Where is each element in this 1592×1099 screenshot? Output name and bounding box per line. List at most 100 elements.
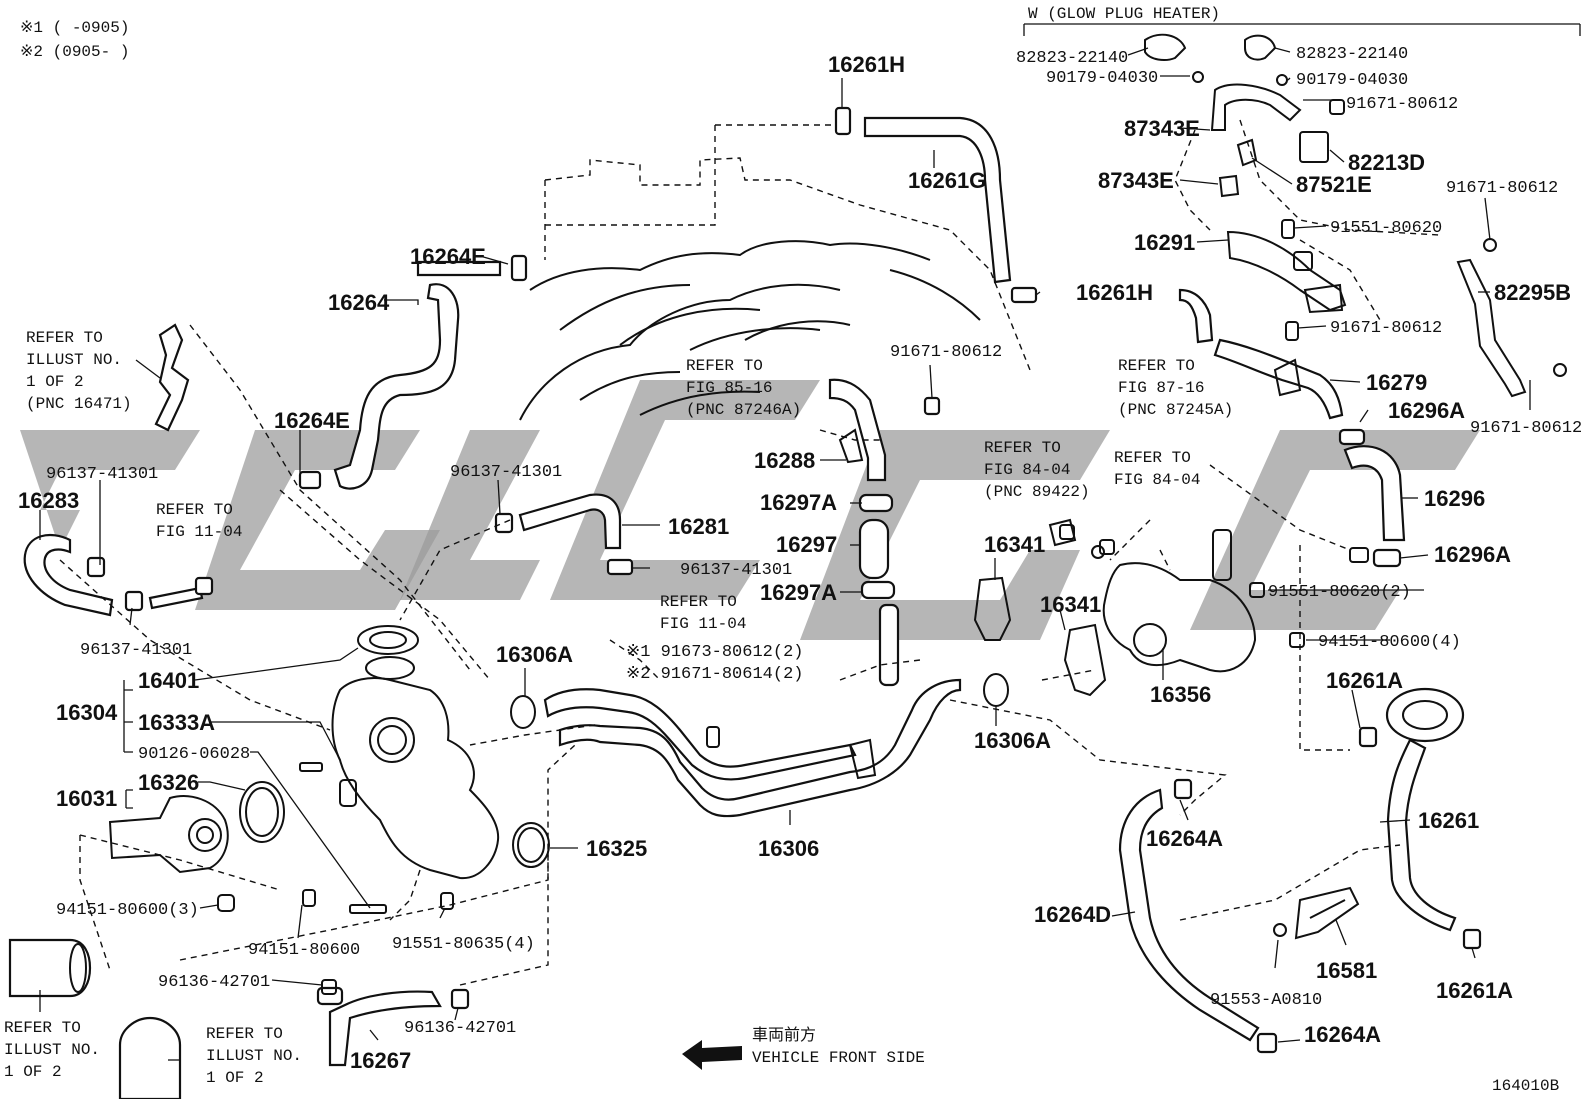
ref-illust-bottom-mid: REFER TO ILLUST NO. 1 OF 2 bbox=[206, 1025, 302, 1087]
label-16261A-b: 16261A bbox=[1436, 978, 1513, 1003]
ref-fig-11-a: REFER TO FIG 11-04 bbox=[156, 501, 242, 541]
bracket-16581 bbox=[1273, 886, 1360, 940]
glow-plug-header: W (GLOW PLUG HEATER) bbox=[1028, 5, 1220, 23]
dashed-leaders bbox=[59, 119, 1441, 986]
illustration-code: 164010B bbox=[1492, 1077, 1559, 1095]
label-16306A-b: 16306A bbox=[974, 728, 1051, 753]
label-91671-mid: 91671-80612 bbox=[890, 343, 1002, 362]
label-16306: 16306 bbox=[758, 836, 819, 861]
ref-line: REFER TO bbox=[156, 501, 233, 519]
label-16401: 16401 bbox=[138, 668, 199, 693]
label-16261A-a: 16261A bbox=[1326, 668, 1403, 693]
hose-left-16471 bbox=[154, 323, 190, 432]
label-16261G: 16261G bbox=[908, 168, 986, 193]
label-16279: 16279 bbox=[1366, 370, 1427, 395]
hose-16297 bbox=[858, 493, 896, 600]
ref-line: FIG 84-04 bbox=[1114, 471, 1200, 489]
label-16297A-a: 16297A bbox=[760, 490, 837, 515]
label-16333A: 16333A bbox=[138, 710, 215, 735]
label-16264A-a: 16264A bbox=[1146, 826, 1223, 851]
label-87343E-b: 87343E bbox=[1098, 168, 1174, 193]
hose-16264D bbox=[1118, 778, 1278, 1054]
label-16281: 16281 bbox=[668, 514, 729, 539]
label-96136-a: 96136-42701 bbox=[158, 973, 270, 992]
label-16283: 16283 bbox=[18, 488, 79, 513]
label-91671-80614: ※2 91671-80614(2) bbox=[626, 665, 803, 684]
note-2: ※2 (0905- ) bbox=[20, 43, 129, 61]
ref-fig-84-b: REFER TO FIG 84-04 bbox=[1114, 449, 1200, 489]
ref-line: REFER TO bbox=[984, 439, 1061, 457]
ref-line: FIG 87-16 bbox=[1118, 379, 1204, 397]
front-side-indicator: 車両前方 VEHICLE FRONT SIDE bbox=[682, 1026, 925, 1070]
note-1: ※1 ( -0905) bbox=[20, 19, 129, 37]
label-16297: 16297 bbox=[776, 532, 837, 557]
water-outlet-16356 bbox=[1048, 518, 1257, 673]
label-91551-4: 91551-80635(4) bbox=[392, 935, 535, 954]
bolts bbox=[217, 99, 1369, 995]
ref-line: FIG 11-04 bbox=[156, 523, 242, 541]
ref-line: FIG 85-16 bbox=[686, 379, 772, 397]
leader-lines bbox=[39, 47, 1531, 1061]
front-arrow-icon bbox=[682, 1040, 742, 1070]
label-16356: 16356 bbox=[1150, 682, 1211, 707]
label-91671-r4: 91671-80612 bbox=[1470, 419, 1582, 438]
label-82823-b: 82823-22140 bbox=[1296, 45, 1408, 64]
label-16341-b: 16341 bbox=[1040, 592, 1101, 617]
ref-line: REFER TO bbox=[4, 1019, 81, 1037]
ref-line: 1 OF 2 bbox=[4, 1063, 62, 1081]
ref-fig-85: REFER TO FIG 85-16 (PNC 87246A) bbox=[686, 357, 801, 419]
water-inlet-16304 bbox=[299, 625, 500, 914]
ref-line: 1 OF 2 bbox=[26, 373, 84, 391]
label-16267: 16267 bbox=[350, 1048, 411, 1073]
hose-16264 bbox=[298, 254, 528, 490]
label-16297A-b: 16297A bbox=[760, 580, 837, 605]
hoses-bottom-left bbox=[8, 938, 182, 1099]
front-side-jp: 車両前方 bbox=[752, 1026, 816, 1045]
ref-illust-bottom-left: REFER TO ILLUST NO. 1 OF 2 bbox=[4, 1019, 100, 1081]
label-82823-a: 82823-22140 bbox=[1016, 49, 1128, 68]
label-16296A-a: 16296A bbox=[1388, 398, 1465, 423]
label-90179-b: 90179-04030 bbox=[1296, 71, 1408, 90]
label-16581: 16581 bbox=[1316, 958, 1377, 983]
label-96137-d: 96137-41301 bbox=[680, 561, 792, 580]
label-16288: 16288 bbox=[754, 448, 815, 473]
label-16296A-b: 16296A bbox=[1434, 542, 1511, 567]
ref-line: REFER TO bbox=[686, 357, 763, 375]
label-91551-80620: 91551-80620 bbox=[1330, 219, 1442, 238]
ref-line: REFER TO bbox=[206, 1025, 283, 1043]
glow-plug-bracket bbox=[1023, 23, 1581, 36]
ref-line: REFER TO bbox=[1118, 357, 1195, 375]
label-16341-a: 16341 bbox=[984, 532, 1045, 557]
label-91671-r1: 91671-80612 bbox=[1346, 95, 1458, 114]
label-16264D: 16264D bbox=[1034, 902, 1111, 927]
label-16326: 16326 bbox=[138, 770, 199, 795]
label-91553: 91553-A0810 bbox=[1210, 991, 1322, 1010]
label-82213D: 82213D bbox=[1348, 150, 1425, 175]
ref-line: (PNC 87245A) bbox=[1118, 401, 1233, 419]
label-94151-3: 94151-80600(3) bbox=[56, 901, 199, 920]
hose-16288 bbox=[828, 378, 941, 482]
hose-16261G bbox=[834, 106, 1038, 304]
gaskets bbox=[510, 576, 1107, 868]
ref-illust-top: REFER TO ILLUST NO. 1 OF 2 (PNC 16471) bbox=[26, 329, 132, 413]
label-91671-r3: 91671-80612 bbox=[1330, 319, 1442, 338]
label-16261H-mid: 16261H bbox=[1076, 280, 1153, 305]
hose-16283 bbox=[23, 533, 144, 617]
hose-16281 bbox=[494, 493, 634, 576]
label-16031: 16031 bbox=[56, 786, 117, 811]
label-96137-b: 96137-41301 bbox=[80, 641, 192, 660]
hose-16261 bbox=[1358, 687, 1482, 950]
ref-line: FIG 11-04 bbox=[660, 615, 746, 633]
ref-line: FIG 84-04 bbox=[984, 461, 1070, 479]
label-91671-r2: 91671-80612 bbox=[1446, 179, 1558, 198]
hose-16267 bbox=[316, 986, 470, 1067]
label-90126: 90126-06028 bbox=[138, 745, 250, 764]
ref-line: REFER TO bbox=[26, 329, 103, 347]
label-82295B: 82295B bbox=[1494, 280, 1571, 305]
ref-line: ILLUST NO. bbox=[4, 1041, 100, 1059]
label-16264E-left: 16264E bbox=[274, 408, 350, 433]
label-96137-a: 96137-41301 bbox=[46, 465, 158, 484]
ref-line: REFER TO bbox=[660, 593, 737, 611]
pipe-16306 bbox=[543, 603, 962, 818]
